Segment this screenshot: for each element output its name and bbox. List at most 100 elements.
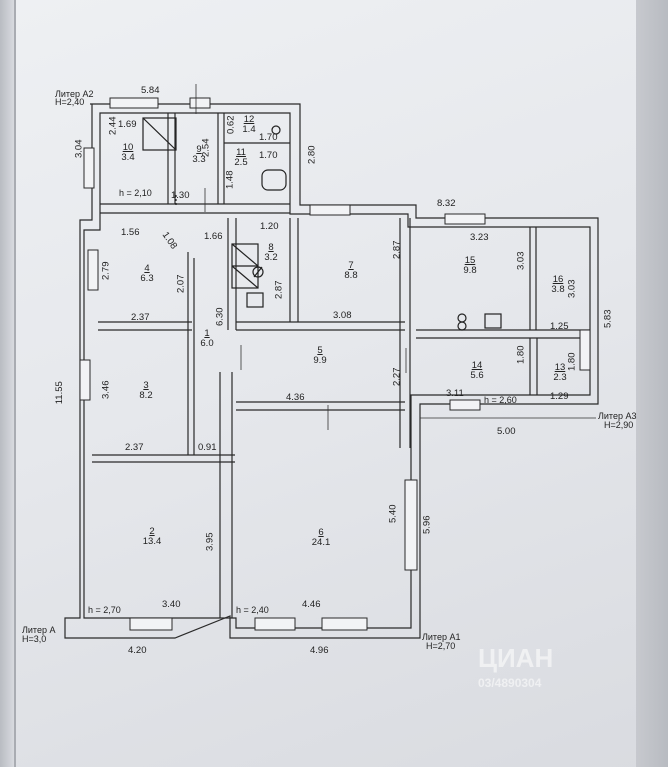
dimension: 2.27 [391,367,403,387]
wall-1-6 [219,372,233,618]
height-label: h = 2,10 [119,188,152,198]
dimension: 1.80 [515,345,527,365]
dimension: 5.00 [497,426,516,437]
toilet-icon [271,125,281,135]
wall-3-2 [92,454,235,463]
dimension: 2.54 [200,138,212,158]
outer-wall-inner [83,112,591,629]
window [79,359,91,401]
dimension: 1.70 [259,132,278,143]
window [309,204,351,216]
dimension: 3.03 [566,279,578,299]
dimension: 1.80 [566,352,578,372]
dimension: 0.62 [225,115,237,135]
litera-a3-height: H=2,90 [604,420,634,430]
litera-a2-name: Литер А2 [55,89,94,99]
window [444,213,486,225]
dimension: 3.23 [470,232,489,243]
litera-a3-name: Литер А3 [598,411,637,421]
stove-burner-icon [457,313,467,323]
dimension: 5.84 [141,85,160,96]
height-label: h = 2,40 [236,605,269,615]
dimension: 1.56 [121,227,140,238]
dimension: 2.07 [175,274,187,294]
dimension: 3.11 [446,388,464,399]
dimension: 0.91 [198,442,217,453]
watermark-code: 03/4890304 [478,676,542,690]
wall-4-3 [98,321,192,331]
dimension: 5.83 [602,309,614,329]
window [449,399,481,411]
window [321,617,368,631]
wall-4-1 [187,252,195,455]
wall-1-5 [227,218,237,330]
binder-edge [0,0,14,767]
dimension: 6.30 [214,307,226,327]
dimension: 3.04 [73,139,85,159]
litera-a-height: H=3,0 [22,634,47,644]
windows [79,97,591,631]
wall-15-16 [529,227,537,330]
wall-a2-bottom [100,203,290,214]
dimension: 1.20 [260,221,279,232]
window [189,97,211,109]
wall-9-10 [167,113,176,204]
dimension: 2.87 [273,280,285,300]
dimension: 2.37 [131,312,150,323]
window [87,249,99,291]
sink-icon [246,292,264,308]
dimension: 1.70 [259,150,278,161]
dimension: 5.40 [387,504,399,524]
dimension: 4.46 [302,599,321,610]
dimension: 1.30 [171,190,190,201]
gas-meter-icon [252,266,264,278]
dimension: 1.66 [204,231,223,242]
window [83,147,95,189]
stove-symbol [142,117,177,151]
wall-14-13 [529,338,538,395]
dimension: 1.25 [550,321,569,332]
bathtub-icon [261,169,287,191]
litera-a-name: Литер А [22,625,56,635]
height-label: h = 2,70 [88,605,121,615]
wall-15-14 [416,329,590,339]
wall-5-6 [236,401,405,411]
dimension: 4.96 [310,645,329,656]
dimension: 4.36 [286,392,305,403]
litera-a1-name: Литер А1 [422,632,461,642]
dimension: 1.69 [118,119,137,130]
sink-icon-2 [484,313,502,329]
litera-a1-height: H=2,70 [426,641,456,651]
wall-7-5 [236,321,405,331]
sheet-border [14,0,16,767]
wall-7-15 [399,218,411,448]
dimension: 2.80 [306,145,318,165]
page-right-edge [636,0,668,767]
dimension: 8.32 [437,198,456,209]
dimension: 2.37 [125,442,144,453]
outer-wall [64,103,599,639]
window [109,97,159,109]
dimension: 3.40 [162,599,181,610]
dimension: 1.48 [224,170,236,190]
dimension: 1.29 [550,391,569,402]
window [579,329,591,371]
litera-a2-height: H=2,40 [55,97,85,107]
